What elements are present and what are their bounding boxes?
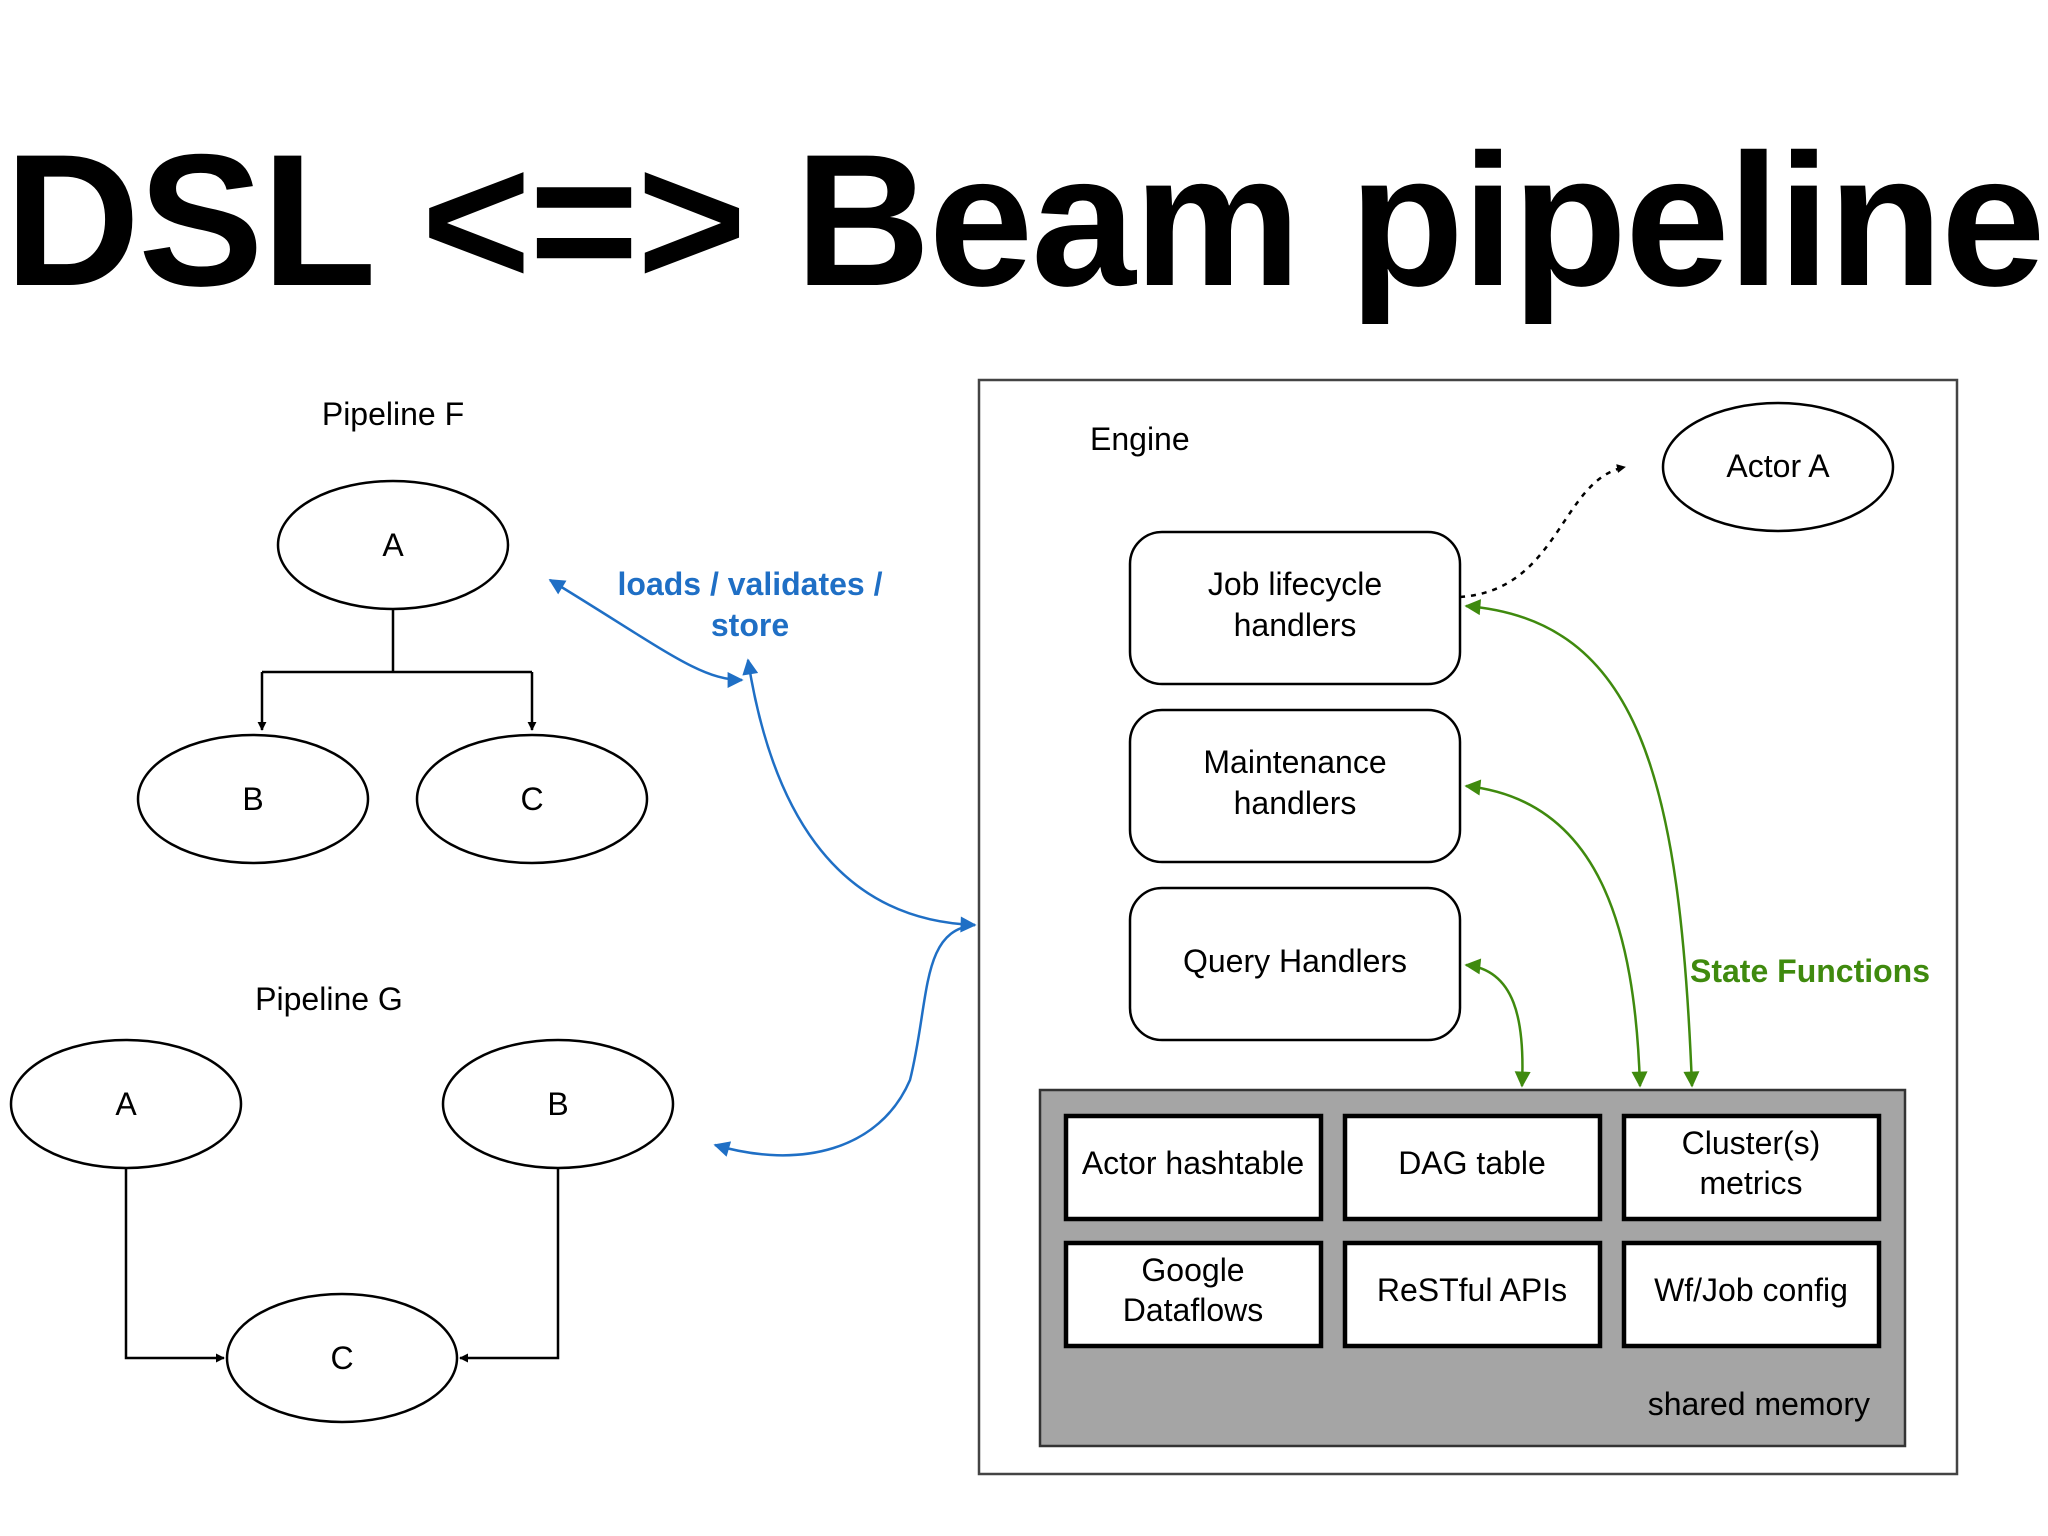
edge-g-a-c bbox=[124, 1167, 225, 1363]
cell-wf-job-config: Wf/Job config bbox=[1621, 1240, 1882, 1349]
node-f-c-label: C bbox=[520, 781, 543, 817]
shared-memory: Actor hashtable DAG table Cluster(s) met… bbox=[1038, 1088, 1907, 1448]
blue-label-line1: loads / validates / bbox=[618, 566, 883, 602]
node-g-c-label: C bbox=[330, 1340, 353, 1376]
node-f-a-label: A bbox=[382, 527, 404, 563]
node-f-b-label: B bbox=[242, 781, 263, 817]
node-f-c: C bbox=[415, 733, 649, 865]
handler-maintenance-line1: Maintenance bbox=[1203, 744, 1386, 780]
green-arrow-job-lifecycle bbox=[1464, 599, 1700, 1088]
cell-google-dataflows: Google Dataflows bbox=[1063, 1240, 1324, 1349]
state-functions: State Functions bbox=[1464, 599, 1930, 1088]
handler-job-lifecycle-line1: Job lifecycle bbox=[1208, 566, 1382, 602]
pipeline-f-connector bbox=[262, 610, 532, 674]
arrow-to-engine-upper bbox=[742, 658, 977, 933]
blue-label-line2: store bbox=[711, 607, 789, 643]
node-g-a: A bbox=[9, 1038, 243, 1170]
node-g-a-label: A bbox=[115, 1086, 137, 1122]
cell-restful-apis: ReSTful APIs bbox=[1342, 1240, 1603, 1349]
cell-cluster-metrics-line2: metrics bbox=[1699, 1165, 1802, 1201]
slide-title: DSL <=> Beam pipeline bbox=[4, 115, 2045, 325]
green-arrow-query bbox=[1464, 958, 1531, 1088]
node-f-a: A bbox=[276, 479, 510, 611]
engine-label: Engine bbox=[1090, 421, 1190, 457]
cell-google-dataflows-line1: Google bbox=[1141, 1252, 1244, 1288]
cell-cluster-metrics-line1: Cluster(s) bbox=[1682, 1125, 1821, 1161]
blue-annotation: loads / validates / store bbox=[548, 566, 977, 1157]
green-arrow-maintenance bbox=[1464, 779, 1648, 1088]
arrow-to-pipeline-g bbox=[713, 923, 976, 1157]
node-g-b: B bbox=[441, 1038, 675, 1170]
handler-job-lifecycle: Job lifecycle handlers bbox=[1128, 530, 1462, 686]
pipeline-f-label: Pipeline F bbox=[322, 396, 464, 432]
handler-maintenance-line2: handlers bbox=[1234, 785, 1357, 821]
handler-query-label: Query Handlers bbox=[1183, 943, 1407, 979]
node-g-c: C bbox=[225, 1292, 459, 1424]
cell-cluster-metrics: Cluster(s) metrics bbox=[1621, 1113, 1882, 1222]
dotted-arrow-to-actor bbox=[1459, 464, 1626, 599]
handler-query: Query Handlers bbox=[1128, 886, 1462, 1042]
state-functions-label: State Functions bbox=[1690, 953, 1930, 989]
cell-actor-hashtable: Actor hashtable bbox=[1063, 1113, 1324, 1222]
pipeline-g-label: Pipeline G bbox=[255, 981, 403, 1017]
cell-actor-hashtable-label: Actor hashtable bbox=[1082, 1145, 1304, 1181]
shared-memory-label: shared memory bbox=[1648, 1386, 1870, 1422]
actor-a-label: Actor A bbox=[1726, 448, 1830, 484]
cell-restful-apis-label: ReSTful APIs bbox=[1377, 1272, 1567, 1308]
cell-dag-table: DAG table bbox=[1342, 1113, 1603, 1222]
node-g-b-label: B bbox=[547, 1086, 568, 1122]
cell-dag-table-label: DAG table bbox=[1398, 1145, 1546, 1181]
cell-google-dataflows-line2: Dataflows bbox=[1123, 1292, 1264, 1328]
pipeline-f: Pipeline F A B C bbox=[136, 396, 649, 865]
edge-g-b-c bbox=[459, 1167, 560, 1363]
handler-job-lifecycle-line2: handlers bbox=[1234, 607, 1357, 643]
cell-wf-job-config-label: Wf/Job config bbox=[1654, 1272, 1848, 1308]
actor-a: Actor A bbox=[1661, 401, 1895, 533]
node-f-b: B bbox=[136, 733, 370, 865]
arrow-to-pipeline-f bbox=[548, 578, 744, 688]
pipeline-g: Pipeline G A B C bbox=[9, 981, 675, 1424]
handler-maintenance: Maintenance handlers bbox=[1128, 708, 1462, 864]
